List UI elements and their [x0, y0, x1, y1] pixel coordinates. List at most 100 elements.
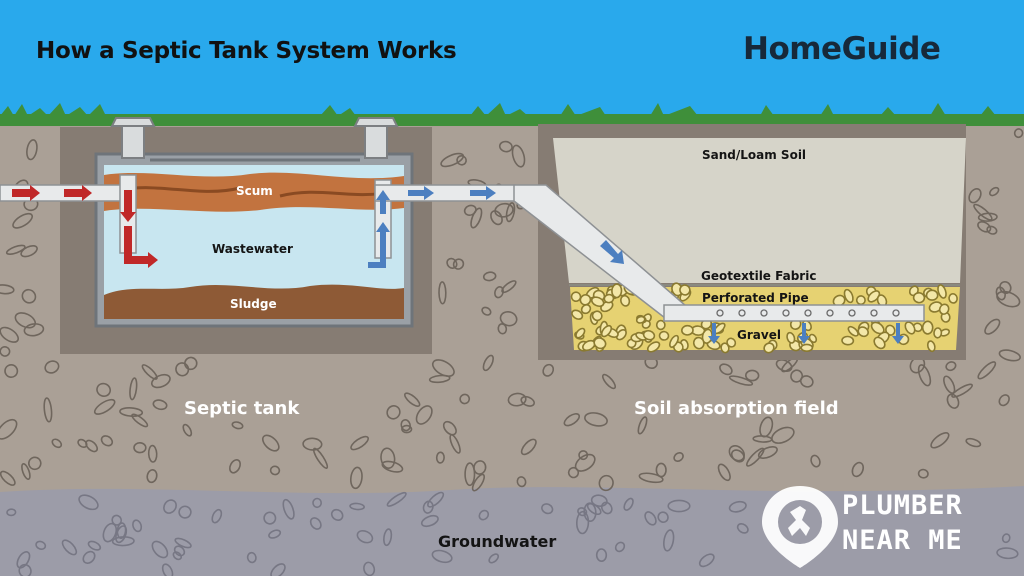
pebble — [26, 139, 38, 161]
pebble — [263, 511, 277, 525]
pebble — [800, 343, 814, 352]
pebble — [111, 536, 135, 547]
pebble — [921, 320, 934, 335]
pebble — [759, 416, 774, 438]
pebble — [401, 424, 413, 434]
pebble — [644, 511, 657, 526]
pebble — [977, 220, 992, 233]
pebble — [984, 318, 1001, 335]
pebble — [584, 412, 608, 427]
pebble — [133, 441, 147, 454]
pebble — [615, 328, 627, 341]
pebble — [511, 144, 526, 168]
pebble — [989, 186, 1000, 197]
pebble — [646, 341, 661, 353]
pebble — [998, 349, 1021, 362]
scum-label: Scum — [236, 184, 273, 198]
pebble — [422, 500, 434, 514]
pebble — [312, 447, 329, 469]
pebble — [692, 336, 705, 350]
grass-strip — [0, 103, 1024, 126]
pebble — [655, 319, 666, 331]
pebble — [873, 336, 886, 350]
perforated-pipe — [663, 304, 925, 322]
pebble — [482, 354, 494, 372]
gravel-label: Gravel — [737, 328, 781, 342]
pebble — [35, 540, 47, 550]
pebble — [435, 451, 445, 464]
pebble — [386, 405, 401, 420]
geotextile-label: Geotextile Fabric — [701, 269, 817, 283]
pebble — [611, 283, 623, 299]
diagram-title: How a Septic Tank System Works — [36, 38, 457, 64]
pebble — [44, 360, 60, 374]
pebble — [0, 345, 11, 357]
sky — [0, 0, 1024, 125]
pebble — [20, 245, 38, 258]
pebble — [603, 293, 615, 304]
pebble — [184, 356, 198, 371]
brand-logo-text: HomeGuide — [743, 31, 941, 67]
pebble — [771, 426, 795, 444]
pebble — [350, 435, 369, 451]
pebble — [673, 452, 684, 462]
pebble — [598, 474, 614, 492]
pebble — [380, 447, 396, 469]
pebble — [172, 551, 183, 561]
septic-tank-caption: Septic tank — [184, 398, 300, 419]
pebble — [912, 291, 926, 304]
pebble — [925, 289, 939, 301]
sludge-layer — [104, 284, 404, 319]
pebble — [82, 550, 96, 564]
pebble — [231, 421, 244, 430]
pebble — [786, 331, 796, 344]
pebble — [438, 281, 447, 305]
pebble — [0, 284, 15, 295]
pebble — [400, 419, 411, 432]
pebble — [363, 561, 376, 576]
pebble — [269, 465, 281, 476]
pebble — [93, 398, 116, 415]
outlet-pipe — [374, 179, 688, 319]
pebble — [431, 549, 453, 564]
septic-tank — [94, 117, 414, 328]
pebble — [478, 509, 490, 521]
pebble — [757, 445, 778, 460]
pebble — [87, 540, 102, 551]
pebble — [847, 325, 859, 337]
scum-layer — [104, 172, 404, 212]
pebble — [282, 498, 295, 520]
pebble — [459, 393, 471, 405]
pebble — [841, 335, 855, 346]
pebble — [404, 392, 421, 407]
pebble — [948, 293, 958, 304]
pebble — [349, 466, 363, 490]
pebble — [658, 330, 670, 341]
pebble — [904, 321, 916, 335]
pebble — [261, 434, 280, 452]
pebble — [600, 324, 613, 338]
pebble — [567, 466, 580, 479]
pebble — [930, 432, 950, 449]
pebble — [482, 271, 497, 282]
pebble — [5, 244, 26, 255]
pebble — [471, 473, 485, 492]
pebble — [428, 374, 451, 384]
pebble — [442, 420, 457, 436]
pebble — [717, 463, 731, 482]
pebble — [623, 497, 634, 511]
pebble — [152, 399, 168, 411]
pebble — [21, 288, 37, 304]
pebble — [728, 500, 747, 513]
pebble — [1013, 128, 1024, 139]
pebble — [21, 463, 31, 480]
pebble — [938, 303, 950, 315]
pebble — [12, 212, 34, 229]
pebble — [986, 225, 998, 235]
pebble — [61, 539, 78, 556]
groundwater-pebbles — [6, 491, 1019, 576]
pebble — [593, 337, 607, 350]
pebble — [27, 456, 42, 471]
pebble — [637, 416, 648, 435]
